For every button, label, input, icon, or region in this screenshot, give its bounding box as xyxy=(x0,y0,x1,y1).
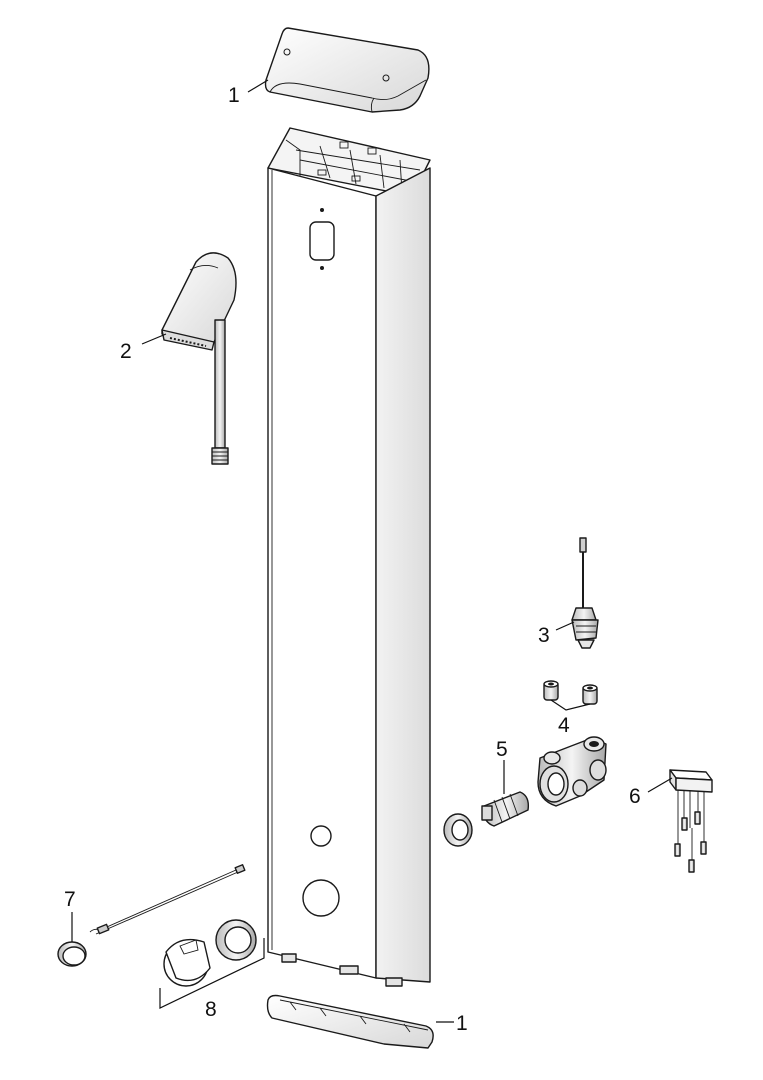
callout-1-bottom: 1 xyxy=(456,1012,468,1035)
top-cover-cap xyxy=(264,27,430,113)
push-button-with-cable xyxy=(57,864,246,967)
callout-1-top: 1 xyxy=(228,84,240,107)
small-nut-pair xyxy=(543,680,598,705)
bottom-cover-cap xyxy=(266,994,434,1049)
callout-6: 6 xyxy=(629,785,641,808)
callout-7: 7 xyxy=(64,888,76,911)
shower-head-assembly xyxy=(161,252,237,465)
leader-lines xyxy=(71,79,673,1023)
callout-2: 2 xyxy=(120,340,132,363)
valve-assembly xyxy=(443,736,607,847)
leader-4 xyxy=(550,699,591,711)
callout-4: 4 xyxy=(558,714,570,737)
callout-labels: 1 2 3 4 5 6 7 8 1 xyxy=(64,84,641,1035)
handle-and-rosette xyxy=(163,919,257,987)
shower-column-body xyxy=(267,127,431,987)
callout-5: 5 xyxy=(496,738,508,761)
callout-3: 3 xyxy=(538,624,550,647)
callout-8: 8 xyxy=(205,998,217,1021)
leader-6 xyxy=(647,777,673,793)
electronic-module-with-wires xyxy=(669,769,713,873)
leader-3 xyxy=(555,621,575,631)
leader-1-top xyxy=(247,79,269,93)
sensor-with-cable xyxy=(571,537,599,649)
leader-8-bracket xyxy=(159,938,265,1009)
leader-2 xyxy=(141,333,167,345)
